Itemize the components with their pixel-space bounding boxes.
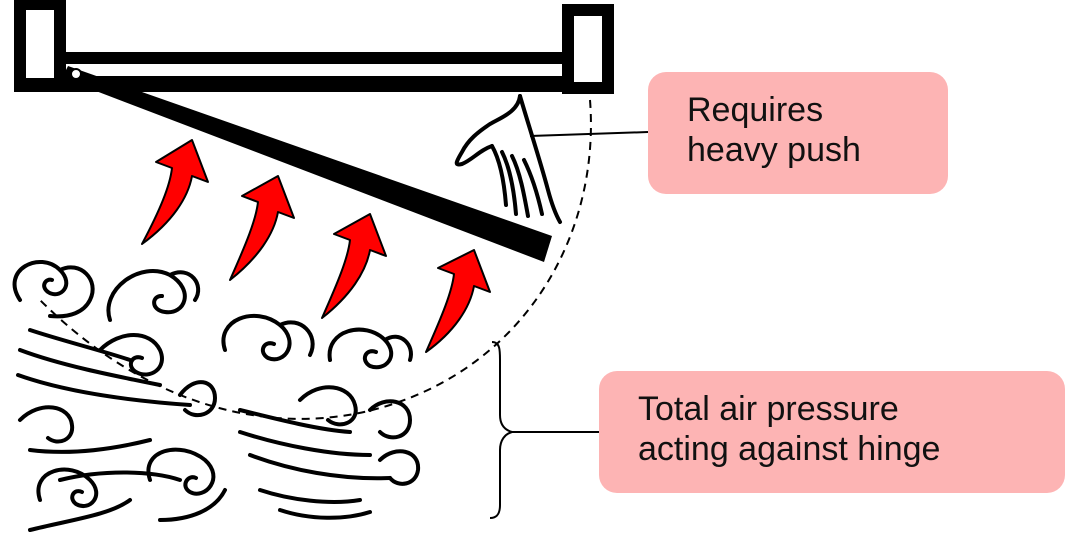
wind-swirl-icon	[327, 327, 413, 370]
brace	[489, 341, 516, 519]
swing-arc	[39, 99, 592, 420]
wind-swirl-icon	[12, 259, 95, 319]
wind-swirl-icon	[258, 488, 372, 520]
callout-requires-heavy-push: Requires heavy push	[648, 72, 948, 194]
wind-swirls	[12, 259, 421, 532]
wind-swirl-icon	[106, 269, 201, 322]
wind-swirl-icon	[146, 447, 227, 522]
callout-pressure-line2: acting against hinge	[638, 430, 941, 468]
pressure-arrows	[141, 139, 491, 353]
frame-top-bar	[14, 84, 614, 92]
door-panel	[62, 66, 552, 262]
wind-swirl-icon	[28, 467, 132, 532]
callout-push-line2: heavy push	[687, 131, 861, 169]
hand-icon	[454, 94, 562, 224]
callout-push-line1: Requires	[687, 91, 824, 129]
callout-pressure-line1: Total air pressure	[638, 390, 899, 428]
pressure-arrow-icon	[229, 175, 295, 281]
leader-line-push	[529, 131, 649, 137]
door-frame	[14, 0, 614, 94]
callout-total-air-pressure: Total air pressure acting against hinge	[599, 371, 1065, 493]
pressure-arrow-icon	[321, 213, 387, 319]
wind-swirl-icon	[16, 328, 218, 418]
hinge	[70, 68, 82, 80]
pressure-arrow-icon	[425, 249, 491, 353]
wind-swirl-icon	[221, 314, 315, 362]
wind-swirl-icon	[18, 405, 182, 482]
pressure-arrow-icon	[141, 139, 209, 245]
wind-swirl-icon	[238, 385, 421, 486]
